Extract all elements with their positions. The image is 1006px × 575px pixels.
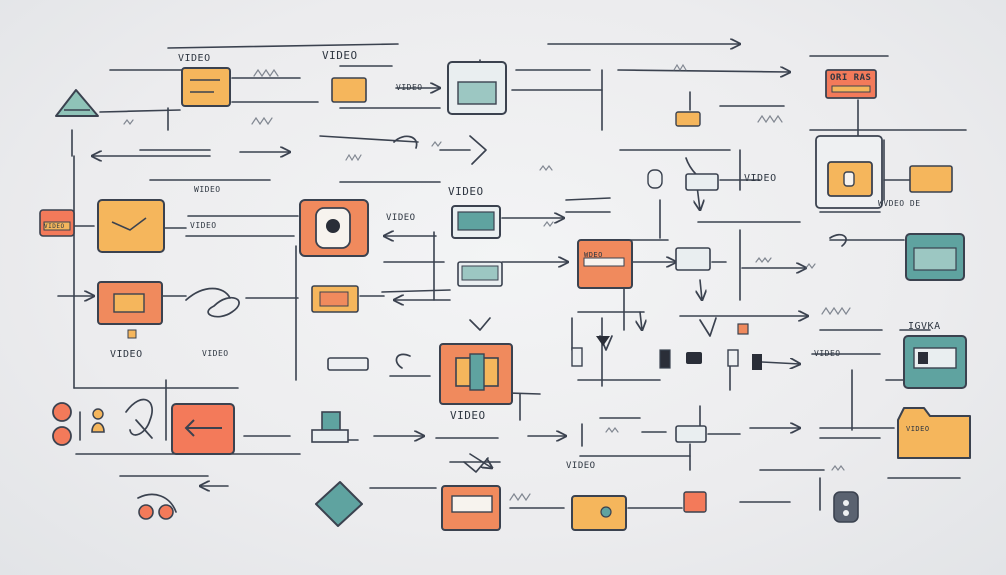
person-icon (91, 422, 105, 433)
node-right-amber (909, 165, 953, 193)
label-video-top-mid-sub: VIDEO (396, 83, 423, 92)
label-video-center-big: VIDEO (450, 409, 486, 422)
node-boxes (39, 61, 971, 531)
node-top-left (181, 67, 231, 107)
node-bottom-right (683, 491, 707, 513)
person-node-b (52, 426, 72, 446)
label-video-right-mid: VIDEO (814, 349, 841, 358)
label-video-right-a: VIDEO (744, 173, 777, 184)
connector-lines (57, 44, 967, 511)
node-teal-stack (321, 411, 341, 433)
node-doc-top (685, 173, 719, 191)
label-video-left-badge: VIDEO (44, 223, 65, 230)
label-ori-ras: ORI RAS (830, 73, 872, 83)
label-video-card-b: VIDEO (110, 349, 143, 360)
node-bottom-mid (571, 495, 627, 531)
folder-icon (897, 407, 971, 459)
label-igvka: IGVKA (908, 321, 941, 332)
person-node-a (52, 402, 72, 422)
node-doc-mid (675, 425, 707, 443)
node-doc-small (675, 247, 711, 271)
label-video-bottom: VIDEO (566, 461, 596, 471)
person-node-d (158, 504, 174, 520)
label-video-top-mid: VIDEO (322, 49, 358, 62)
label-video-mid-small: VIDEO (202, 349, 229, 358)
warning-triangle-icon (55, 89, 99, 117)
label-video-camera: VIDEO (386, 213, 416, 223)
label-video-top-left: VIDEO (178, 53, 211, 64)
label-video-folder: VIDEO (906, 425, 930, 433)
node-top-mid-note (331, 77, 367, 103)
label-video-center: VIDEO (448, 185, 484, 198)
node-chip-top (675, 111, 701, 127)
gear-icon (833, 491, 859, 523)
label-wdeo-center: WDEO (584, 251, 603, 259)
person-node-c (138, 504, 154, 520)
node-small-bar (327, 357, 369, 371)
label-wvdeo-de: WVDEO DE (878, 199, 921, 208)
diamond-node (315, 481, 363, 527)
label-video-node-a: VIDEO (190, 221, 217, 230)
node-card-a (97, 199, 165, 253)
scribble-texts (123, 63, 851, 502)
label-wideo-left: WIDEO (194, 185, 221, 194)
